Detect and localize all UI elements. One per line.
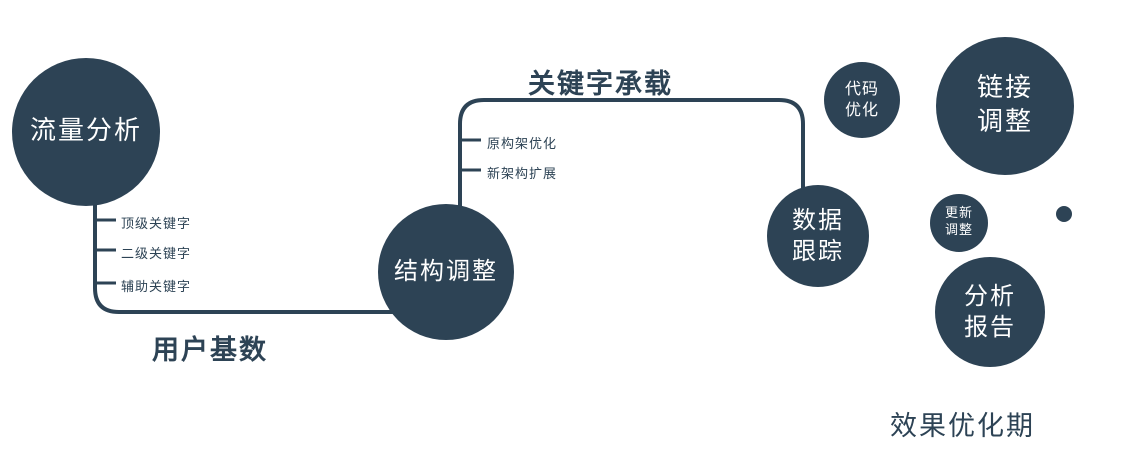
- node-code-optimization: 代码 优化: [824, 62, 900, 138]
- node-analysis-report-line2: 报告: [964, 313, 1016, 341]
- node-link-adjustment-line1: 链接: [976, 73, 1033, 104]
- node-structure-adjustment-label: 结构调整: [394, 257, 498, 286]
- connector-structure-to-data-tracking: [458, 98, 805, 214]
- branch-label-second-keywords: 二级关键字: [121, 247, 192, 262]
- node-link-adjustment: 链接 调整: [936, 37, 1074, 175]
- node-code-optimization-line1: 代码: [844, 79, 879, 99]
- node-data-tracking-line1: 数据: [792, 205, 844, 234]
- node-data-tracking-line2: 跟踪: [792, 237, 844, 265]
- node-structure-adjustment: 结构调整: [378, 204, 514, 340]
- branch-label-new-arch-expansion: 新架构扩展: [487, 167, 558, 182]
- node-link-adjustment-line2: 调整: [976, 107, 1033, 137]
- node-code-optimization-line2: 优化: [844, 100, 879, 119]
- node-update-adjustment-line1: 更新: [944, 206, 973, 222]
- branch-label-aux-keywords: 辅助关键字: [121, 280, 192, 295]
- node-update-adjustment: 更新 调整: [930, 194, 988, 252]
- node-traffic-analysis-label: 流量分析: [29, 116, 142, 147]
- node-small-dot: [1056, 206, 1072, 222]
- node-analysis-report-line1: 分析: [964, 281, 1016, 310]
- branch-label-orig-arch-optimization: 原构架优化: [487, 137, 558, 152]
- node-analysis-report: 分析 报告: [935, 257, 1045, 367]
- connector-traffic-to-structure: [93, 138, 448, 314]
- node-data-tracking: 数据 跟踪: [767, 185, 869, 287]
- edge-label-user-base: 用户基数: [152, 335, 268, 366]
- node-traffic-analysis: 流量分析: [12, 58, 160, 206]
- branch-label-top-keywords: 顶级关键字: [121, 217, 192, 232]
- caption-effect-optimization-period: 效果优化期: [890, 411, 1035, 442]
- edge-label-keyword-bearing: 关键字承载: [528, 69, 673, 100]
- node-update-adjustment-line2: 调整: [944, 223, 973, 238]
